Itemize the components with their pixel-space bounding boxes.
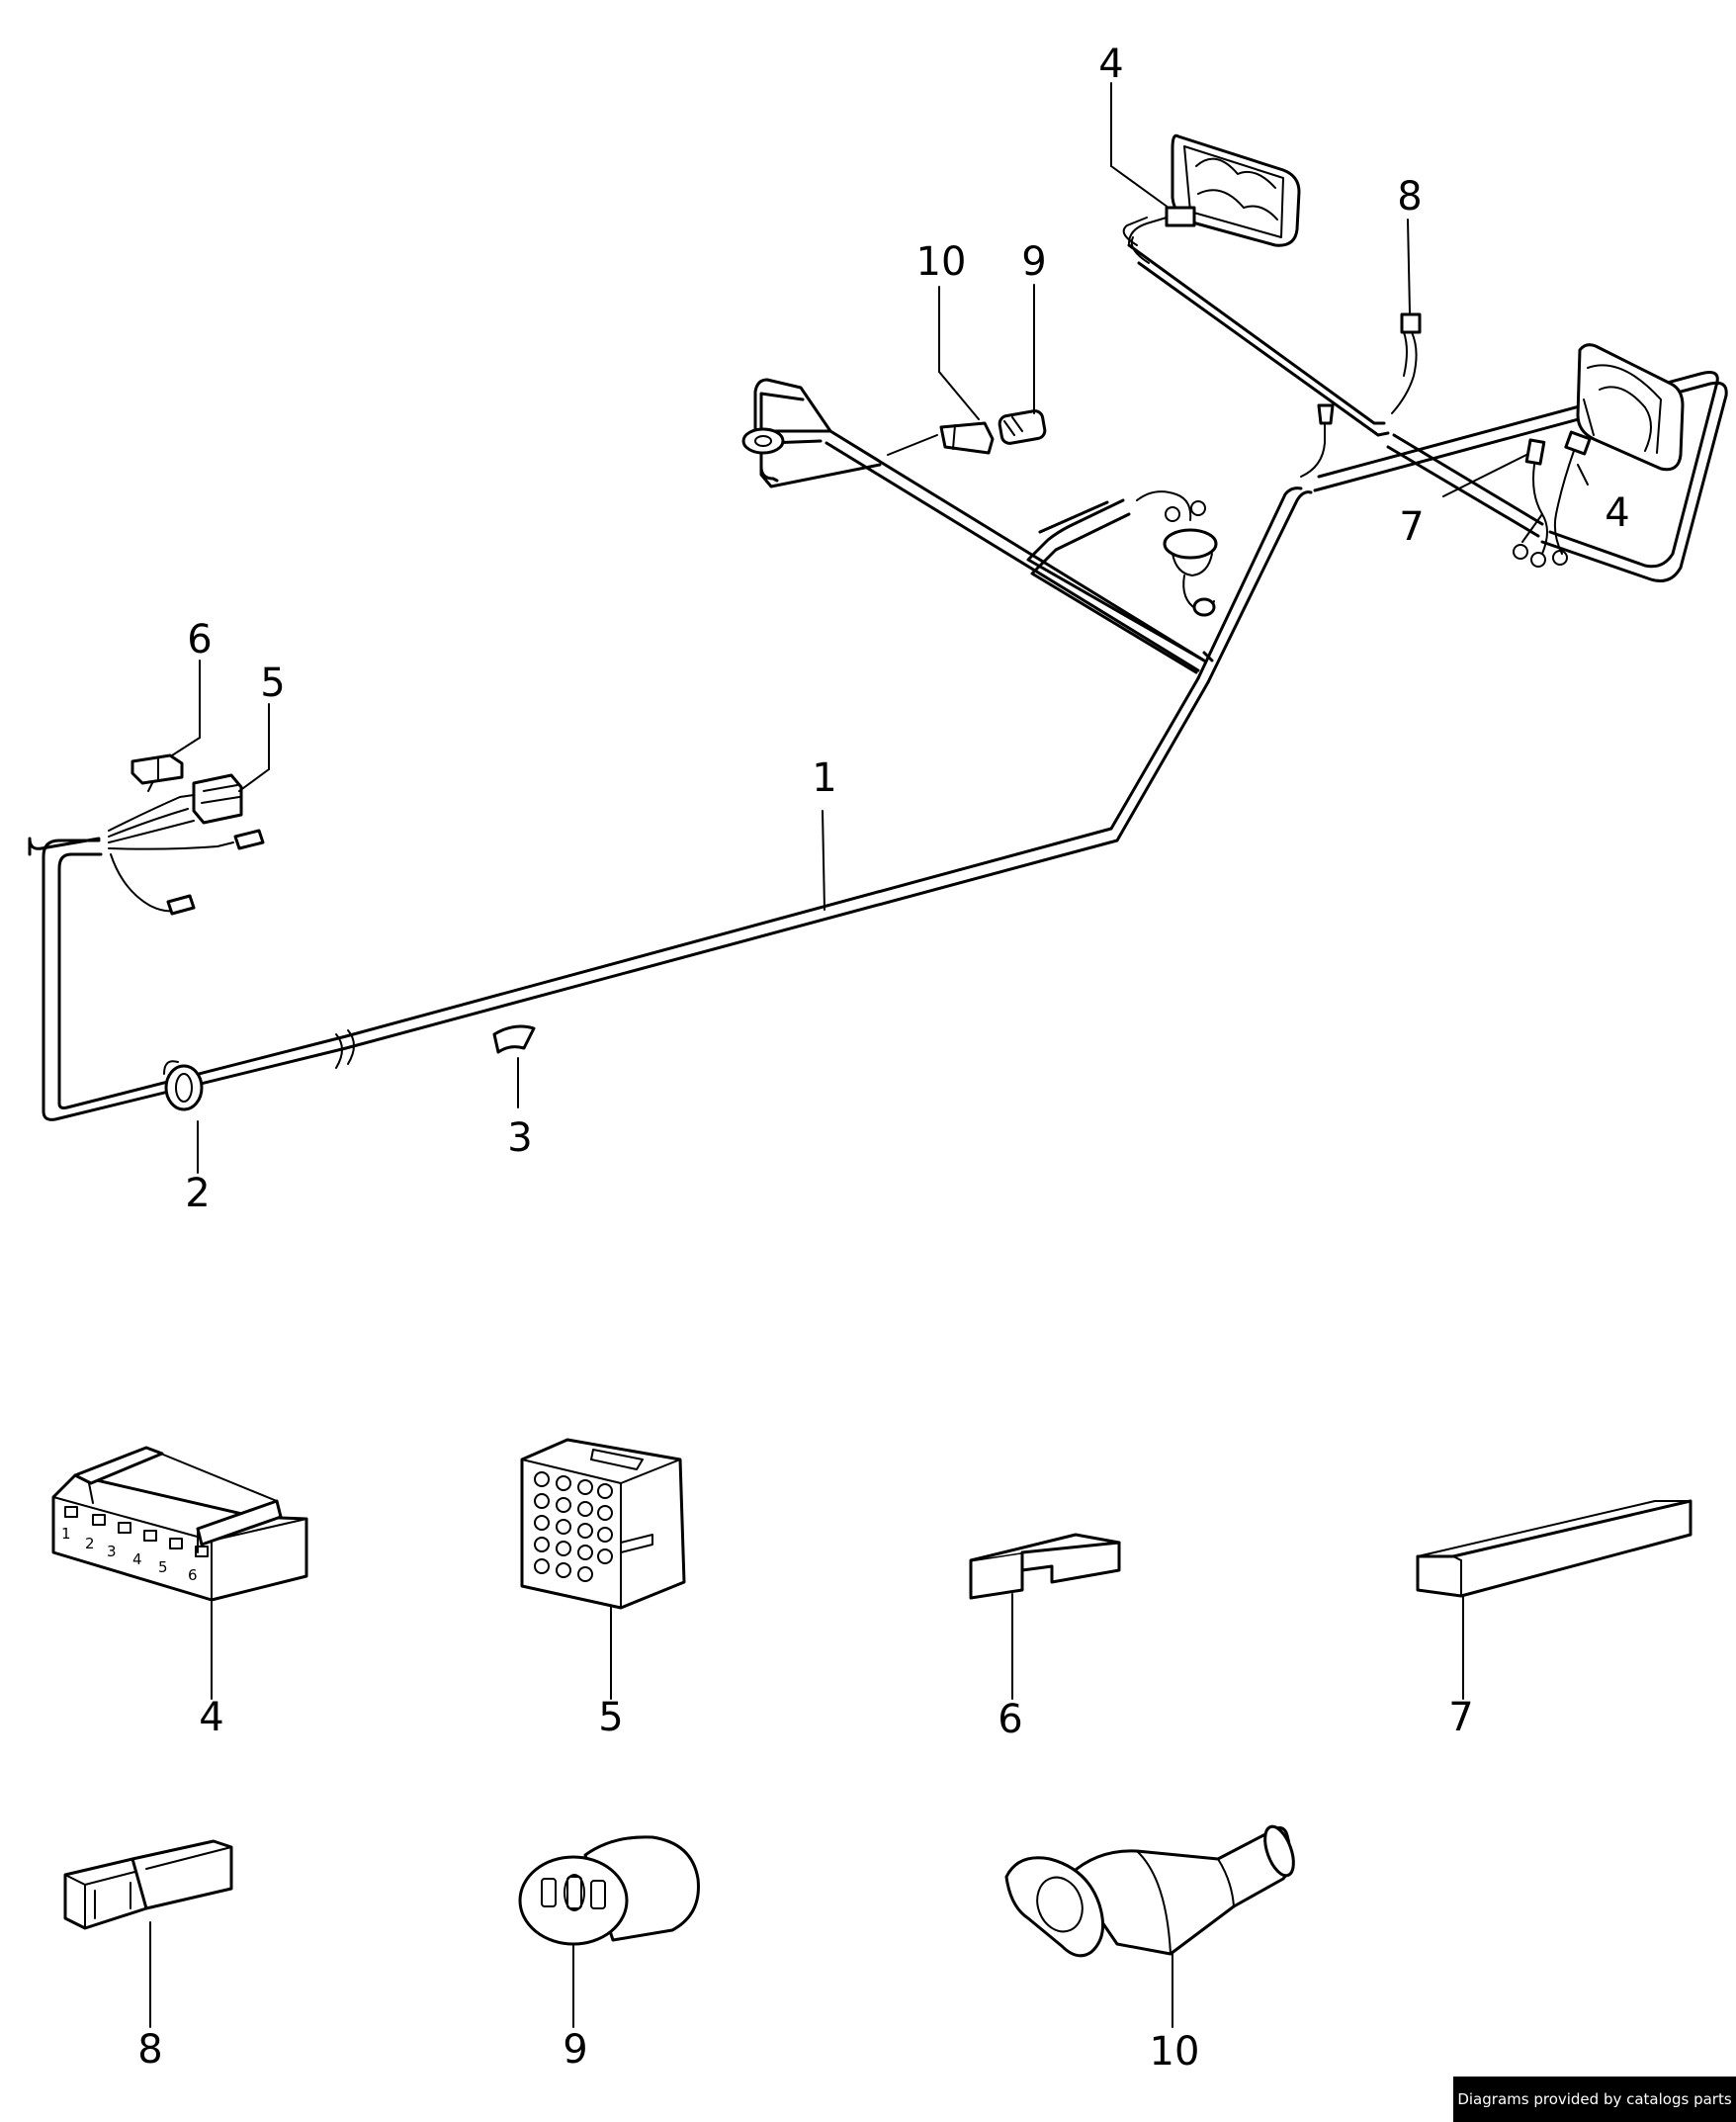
callout-part-9: 9 xyxy=(563,2027,587,2073)
callout-7: 7 xyxy=(1399,504,1424,550)
diagram-credit-banner: Diagrams provided by catalogs parts xyxy=(1453,2077,1736,2122)
callout-6: 6 xyxy=(187,617,212,663)
callout-part-5: 5 xyxy=(598,1695,623,1740)
callout-4-lamp-right: 4 xyxy=(1605,490,1629,536)
part-6-flat-connector xyxy=(969,1533,1121,1600)
part-10-rubber-boot xyxy=(1004,1824,1295,1958)
callout-part-4: 4 xyxy=(199,1695,223,1740)
callout-3: 3 xyxy=(507,1115,532,1161)
part-5-pin-holes xyxy=(534,1471,613,1582)
clip-2 xyxy=(163,1060,204,1111)
pin-number-2: 2 xyxy=(85,1535,95,1552)
part-8-connector-housing xyxy=(63,1839,233,1930)
callout-5: 5 xyxy=(260,661,285,706)
left-end-connectors xyxy=(108,753,265,916)
callout-4-lamp-left: 4 xyxy=(1098,42,1123,87)
grommet-left xyxy=(741,427,785,455)
callout-labels-parts: 4 5 6 7 8 9 10 xyxy=(137,1695,1473,2075)
flat-connector-8 xyxy=(1391,312,1422,414)
bulb-socket-assembly xyxy=(1038,490,1218,617)
pin-number-3: 3 xyxy=(107,1543,117,1560)
pin-number-6: 6 xyxy=(188,1566,198,1584)
lamp-left-connector xyxy=(1165,206,1196,227)
part-5-multipin-connector xyxy=(520,1438,686,1610)
connectors-near-right-lamp xyxy=(1513,430,1592,568)
callout-part-10: 10 xyxy=(1150,2029,1200,2075)
pin-number-1: 1 xyxy=(61,1525,71,1543)
leader-lines-parts xyxy=(149,1593,1464,2028)
leader-lines-top xyxy=(171,82,1589,1174)
callout-part-8: 8 xyxy=(137,2027,162,2073)
lamp-branch-harness xyxy=(1122,217,1544,538)
callout-10: 10 xyxy=(916,239,967,285)
callout-8: 8 xyxy=(1397,174,1422,220)
socket-9-10-assembly xyxy=(887,409,1047,456)
rear-lamp-right xyxy=(1576,343,1685,472)
callout-2: 2 xyxy=(185,1171,210,1216)
callout-9: 9 xyxy=(1021,239,1046,285)
ground-pigtail xyxy=(1300,403,1335,478)
rear-lamp-left xyxy=(1128,133,1301,247)
callout-1: 1 xyxy=(812,755,836,801)
callout-part-7: 7 xyxy=(1448,1695,1473,1740)
clip-3 xyxy=(492,1024,536,1054)
part-7-sleeve xyxy=(1416,1499,1693,1598)
part-4-connector-housing: 1 2 3 4 5 6 xyxy=(51,1446,308,1602)
part-9-round-socket xyxy=(518,1835,700,1946)
pin-number-4: 4 xyxy=(132,1550,142,1568)
callout-labels-top: 1 2 3 4 4 5 6 7 8 9 10 xyxy=(185,42,1629,1216)
callout-part-6: 6 xyxy=(998,1697,1022,1742)
main-wiring-harness xyxy=(28,371,1728,1121)
pin-number-5: 5 xyxy=(158,1558,168,1576)
